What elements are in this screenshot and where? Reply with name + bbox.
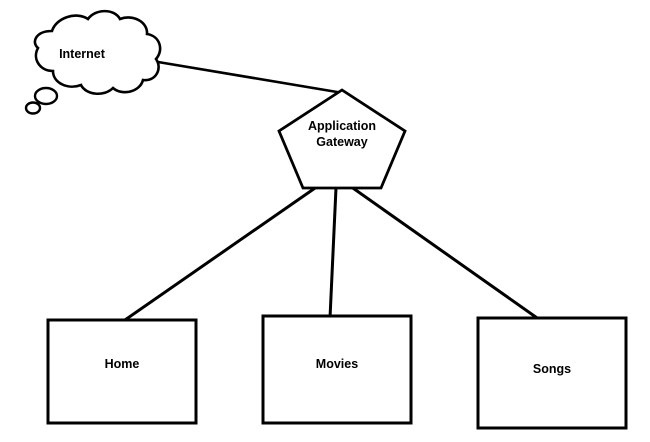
node-internet[interactable] [24,9,162,115]
rectangle-shape-movies [261,314,413,425]
edge-gateway-to-home [120,184,320,324]
node-movies[interactable] [261,314,413,425]
pentagon-shape [277,88,407,190]
cloud-tail-large [33,86,59,106]
rectangle-shape-home [46,318,198,425]
edge-group [120,60,542,324]
rectangle-shape-songs [476,316,628,430]
cloud-tail-small [24,101,42,115]
edge-internet-to-gateway [156,60,345,95]
cloud-shape [33,9,162,95]
node-application-gateway[interactable] [277,88,407,190]
node-songs[interactable] [476,316,628,430]
edge-gateway-to-movies [328,186,338,320]
node-home[interactable] [46,318,198,425]
edge-gateway-to-songs [348,184,542,322]
